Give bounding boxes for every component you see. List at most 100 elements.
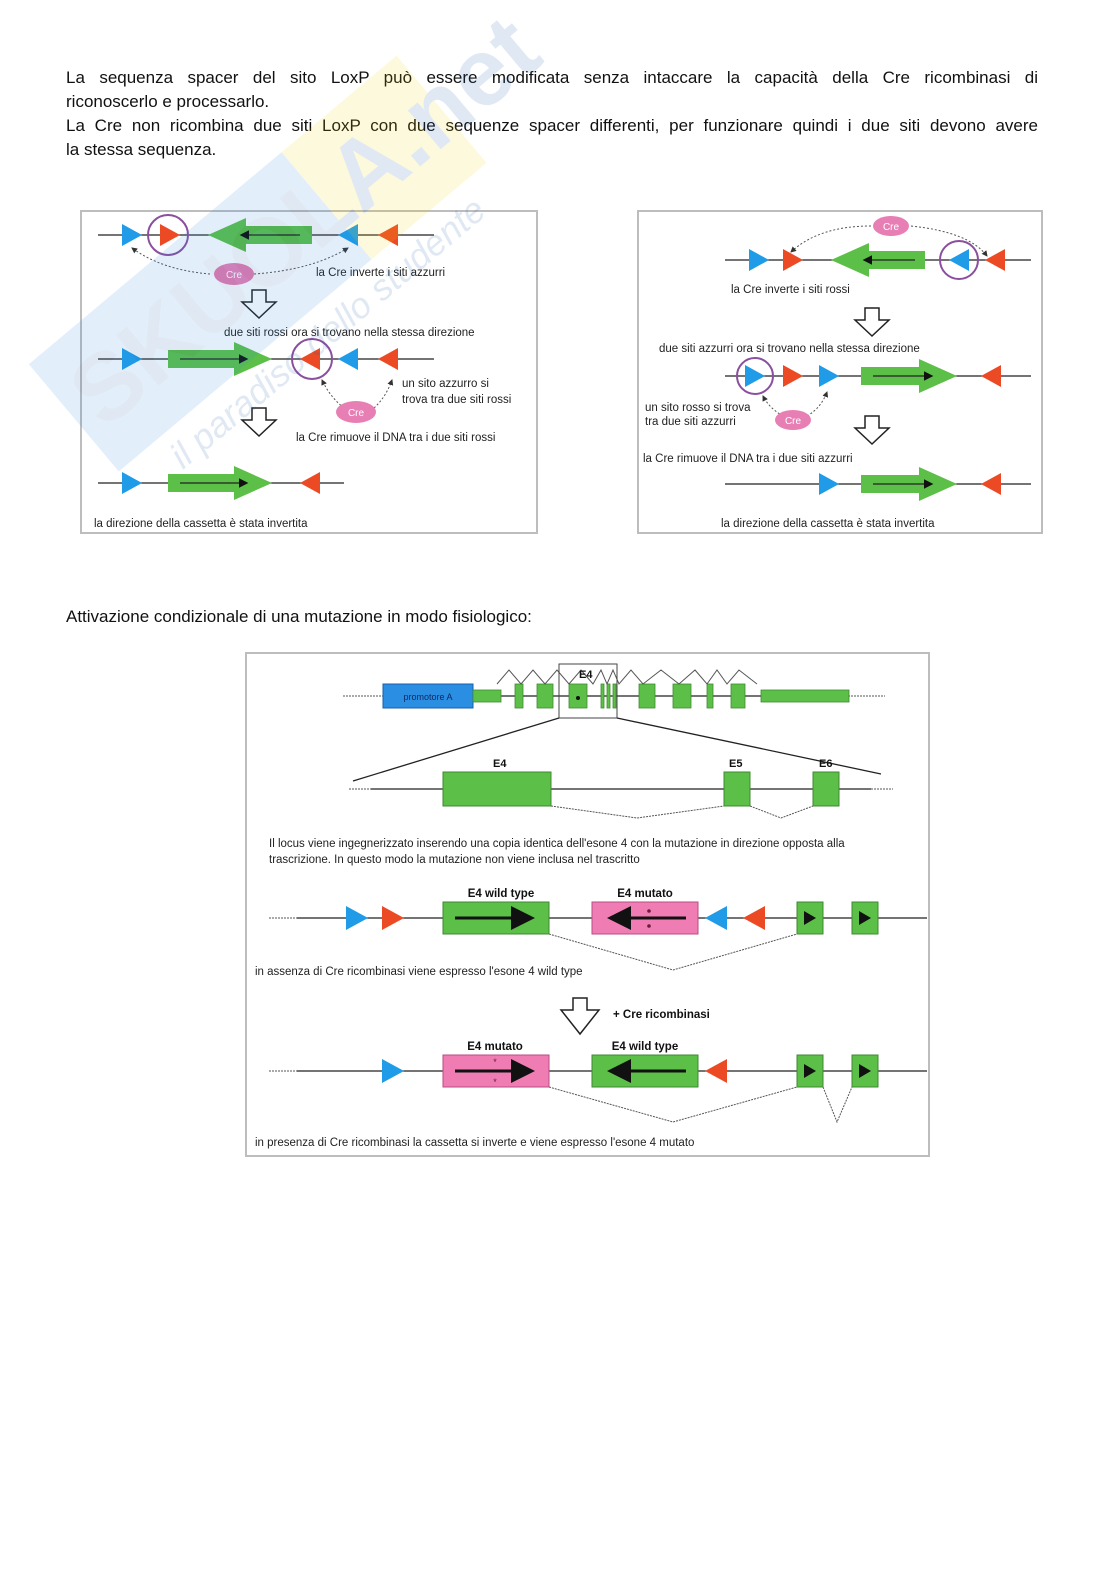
overview-exon <box>638 683 656 709</box>
splice-junction <box>749 805 814 819</box>
mutation-mark: * <box>493 1057 497 1067</box>
figure-conditional-mutation: promotore A E4 E4 E5 E6 Il locus viene i… <box>245 652 930 1157</box>
overview-exon <box>600 683 605 709</box>
cre-action-arrow <box>253 247 349 275</box>
intro-line-1: La sequenza spacer del sito LoxP può ess… <box>66 68 1038 87</box>
loxp-blue-site <box>346 906 368 930</box>
splice-junction <box>822 1086 853 1124</box>
note-line-2: tra due siti azzurri <box>645 416 736 428</box>
exon-e4-top-label: E4 <box>579 669 593 681</box>
mut-label: E4 mutato <box>617 888 673 900</box>
loxp-red-site <box>783 365 803 387</box>
loxp-red-site <box>300 472 320 494</box>
final-caption: la direzione della cassetta è stata inve… <box>721 518 935 530</box>
overview-exon <box>514 683 524 709</box>
cre-action-arrow <box>806 391 829 417</box>
step3-caption: la Cre rimuove il DNA tra i due siti azz… <box>643 453 853 465</box>
exon-arrow-icon <box>804 1064 816 1078</box>
mutation-mark <box>647 924 651 928</box>
figure-left-blue-inversion: Cre la Cre inverte i siti azzurri due si… <box>80 210 538 534</box>
exon-e4-label: E4 <box>493 758 507 770</box>
loxp-blue-site <box>382 1059 404 1083</box>
mut-label-after: E4 mutato <box>467 1041 523 1053</box>
absence-caption: in assenza di Cre ricombinasi viene espr… <box>255 966 583 978</box>
down-arrow-icon <box>240 407 278 438</box>
splice-junction <box>548 1086 798 1123</box>
loxp-red-site <box>378 348 398 370</box>
loxp-blue-site <box>749 249 769 271</box>
cre-enzyme-icon <box>214 263 254 285</box>
splice-junction <box>550 805 725 819</box>
loxp-blue-site <box>949 249 969 271</box>
description-line-1: Il locus viene ingegnerizzato inserendo … <box>269 838 845 850</box>
presence-caption: in presenza di Cre ricombinasi la casset… <box>255 1137 694 1149</box>
intro-line-3: La Cre non ricombina due siti LoxP con d… <box>66 116 1038 135</box>
exon-e6 <box>812 771 840 807</box>
loxp-red-site <box>985 249 1005 271</box>
loxp-red-site <box>382 906 404 930</box>
step3-caption: la Cre rimuove il DNA tra i due siti ros… <box>296 432 495 444</box>
overview-exon <box>612 683 617 709</box>
intro-line-2: riconoscerlo e processarlo. <box>66 92 270 111</box>
down-arrow-icon <box>853 307 891 338</box>
loxp-red-site <box>300 348 320 370</box>
promoter-box <box>382 683 474 709</box>
exon-e4 <box>442 771 552 807</box>
overview-exon <box>760 689 850 703</box>
figure-right-diagram: Cre la Cre inverte i siti rossi due siti… <box>643 216 1031 530</box>
exon-e6-label: E6 <box>819 758 832 770</box>
figure-right-red-inversion: Cre la Cre inverte i siti rossi due siti… <box>637 210 1043 534</box>
cre-label: Cre <box>785 416 802 427</box>
overview-exon <box>706 683 714 709</box>
loxp-red-site <box>160 224 180 246</box>
down-arrow-icon <box>559 997 601 1036</box>
exon-arrow-icon <box>804 911 816 925</box>
splice-pattern <box>496 668 758 686</box>
mutation-mark <box>647 909 651 913</box>
splice-junction <box>548 933 798 971</box>
loxp-blue-site <box>819 473 839 495</box>
loxp-blue-site <box>122 348 142 370</box>
cre-enzyme-icon <box>336 401 376 423</box>
cre-action-arrow <box>131 247 211 275</box>
cre-enzyme-icon <box>775 410 811 430</box>
mutation-mark: * <box>493 1077 497 1087</box>
description-line-2: trascrizione. In questo modo la mutazion… <box>269 854 640 866</box>
exon-e5-label: E5 <box>729 758 742 770</box>
step2-caption: due siti azzurri ora si trovano nella st… <box>659 343 920 355</box>
loxp-red-site <box>743 906 765 930</box>
down-arrow-icon <box>853 415 891 446</box>
zoom-box <box>558 663 618 719</box>
highlight-circle <box>939 240 979 280</box>
cre-action-arrow <box>321 379 345 409</box>
loxp-blue-site <box>338 348 358 370</box>
zoom-line <box>352 717 560 782</box>
loxp-blue-site <box>705 906 727 930</box>
figure-bottom-diagram: promotore A E4 E4 E5 E6 Il locus viene i… <box>255 663 927 1149</box>
overview-exons <box>472 683 850 709</box>
loxp-blue-site <box>122 224 142 246</box>
cre-action-arrow <box>790 225 872 253</box>
loxp-red-site <box>783 249 803 271</box>
plus-cre-label: + Cre ricombinasi <box>613 1009 710 1021</box>
step1-caption: la Cre inverte i siti azzurri <box>316 267 445 279</box>
promoter-label: promotore A <box>403 692 452 702</box>
highlight-circle <box>291 338 333 380</box>
exon-arrow-icon <box>859 1064 871 1078</box>
loxp-blue-site <box>122 472 142 494</box>
mutation-mark <box>576 696 580 700</box>
cre-label: Cre <box>226 270 243 281</box>
wt-label-after: E4 wild type <box>612 1041 678 1053</box>
highlight-circle <box>736 357 774 395</box>
wt-label: E4 wild type <box>468 888 534 900</box>
exon-arrow-icon <box>859 911 871 925</box>
note-line-1: un sito rosso si trova <box>645 402 751 414</box>
loxp-red-site <box>378 224 398 246</box>
highlight-circle <box>147 214 189 256</box>
loxp-blue-site <box>338 224 358 246</box>
loxp-red-site <box>705 1059 727 1083</box>
exon-e5 <box>723 771 751 807</box>
loxp-blue-site <box>745 365 765 387</box>
loxp-red-site <box>981 365 1001 387</box>
final-caption: la direzione della cassetta è stata inve… <box>94 518 308 530</box>
